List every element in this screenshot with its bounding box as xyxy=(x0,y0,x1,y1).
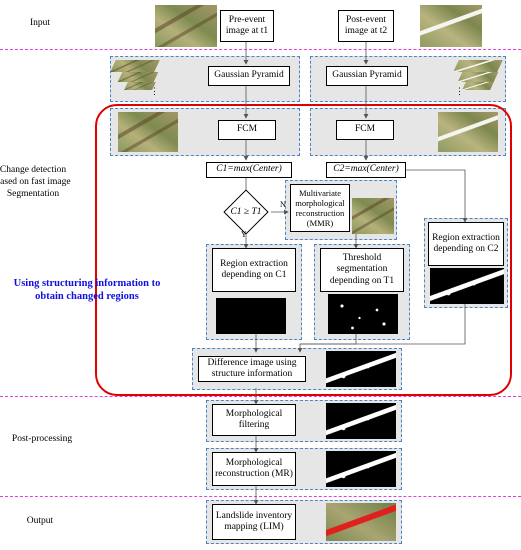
region-c2-result-image xyxy=(430,268,504,304)
stage-divider xyxy=(0,496,521,497)
pyramid-ellipsis: ⋮ xyxy=(455,86,464,96)
panel-region-c1 xyxy=(206,244,302,340)
pyramid-layer xyxy=(117,72,159,82)
stage-label-output: Output xyxy=(26,516,54,526)
mmr-box: Multivariate morphological reconstructio… xyxy=(290,184,350,232)
pyramid-layer xyxy=(462,82,494,90)
panel-difference xyxy=(192,348,402,390)
gaussian-pyramid-left: Gaussian Pyramid xyxy=(208,66,290,86)
stage-label-change-detection: Change detection based on fast image Seg… xyxy=(0,165,71,199)
mmr-thumbnail xyxy=(352,198,394,234)
panel-gp-right xyxy=(310,56,506,102)
fcm-right-box: FCM xyxy=(336,120,394,140)
pyramid-layer xyxy=(110,60,160,72)
region-c1-box: Region extraction depending on C1 xyxy=(212,248,296,292)
pyramid-layer xyxy=(457,72,499,82)
panel-morph-recon xyxy=(206,448,402,490)
region-c2-box: Region extraction depending on C2 xyxy=(428,222,504,266)
panel-fcm-left xyxy=(110,108,300,156)
decision-label: C1 ≥ T1 xyxy=(230,207,262,217)
fcm-left-thumbnail xyxy=(118,112,178,152)
fcm-right-thumbnail xyxy=(438,112,498,152)
morphological-reconstruction-box: Morphological reconstruction (MR) xyxy=(212,452,296,486)
pre-event-box: Pre-event image at t1 xyxy=(220,10,274,42)
threshold-t1-result-image xyxy=(328,294,398,334)
stage-label-input: Input xyxy=(29,18,51,28)
pyramid-ellipsis: ⋮ xyxy=(150,86,159,96)
c2-max-center: C2=max(Center) xyxy=(326,162,406,178)
post-event-box: Post-event image at t2 xyxy=(338,10,394,42)
side-note: Using structuring information to obtain … xyxy=(13,278,161,302)
post-event-thumbnail xyxy=(420,5,482,47)
lim-result-image xyxy=(326,503,396,541)
decision-yes-label: Y xyxy=(241,230,247,239)
morphological-filtering-box: Morphological filtering xyxy=(212,404,296,436)
fcm-left-box: FCM xyxy=(218,120,276,140)
decision-no-label: N xyxy=(280,200,286,209)
panel-threshold-t1 xyxy=(314,244,410,340)
panel-fcm-right xyxy=(310,108,506,156)
region-c1-result-image xyxy=(216,298,286,334)
panel-lim xyxy=(206,500,402,544)
stage-divider xyxy=(0,396,521,397)
morph-recon-result-image xyxy=(326,451,396,487)
pre-event-thumbnail xyxy=(155,5,217,47)
stage-divider xyxy=(0,49,521,50)
panel-gp-left xyxy=(110,56,300,102)
difference-image-box: Difference image using structure informa… xyxy=(198,356,306,382)
morph-filter-result-image xyxy=(326,403,396,439)
stage-label-post-processing: Post-processing xyxy=(11,434,73,444)
c1-max-center: C1=max(Center) xyxy=(206,162,292,178)
threshold-t1-box: Threshold segmentation depending on T1 xyxy=(320,248,404,292)
panel-morph-filter xyxy=(206,400,402,442)
lim-box: Landslide inventory mapping (LIM) xyxy=(212,504,296,540)
highlight-region xyxy=(95,104,512,396)
pyramid-layer xyxy=(453,60,503,72)
difference-result-image xyxy=(326,351,396,387)
gaussian-pyramid-right: Gaussian Pyramid xyxy=(326,66,408,86)
